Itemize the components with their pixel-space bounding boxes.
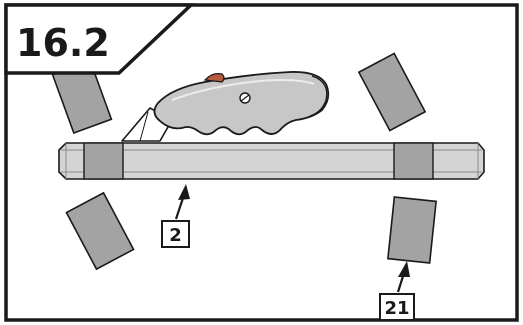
callout-tube: 2 [161,184,190,248]
callout-label-tube: 2 [169,225,182,246]
tube [58,142,485,180]
step-number: 16.2 [16,21,110,65]
utility-knife-icon [121,71,330,142]
callout-label-pad: 21 [384,298,409,319]
callout-pad: 21 [379,261,415,321]
tube-pad-left [83,142,124,180]
pad-top-right [357,52,427,132]
pad-bottom-right [386,196,438,264]
tube-pad-right [393,142,434,180]
pad-bottom-left [65,191,135,271]
step-number-badge: 16.2 [4,3,196,75]
